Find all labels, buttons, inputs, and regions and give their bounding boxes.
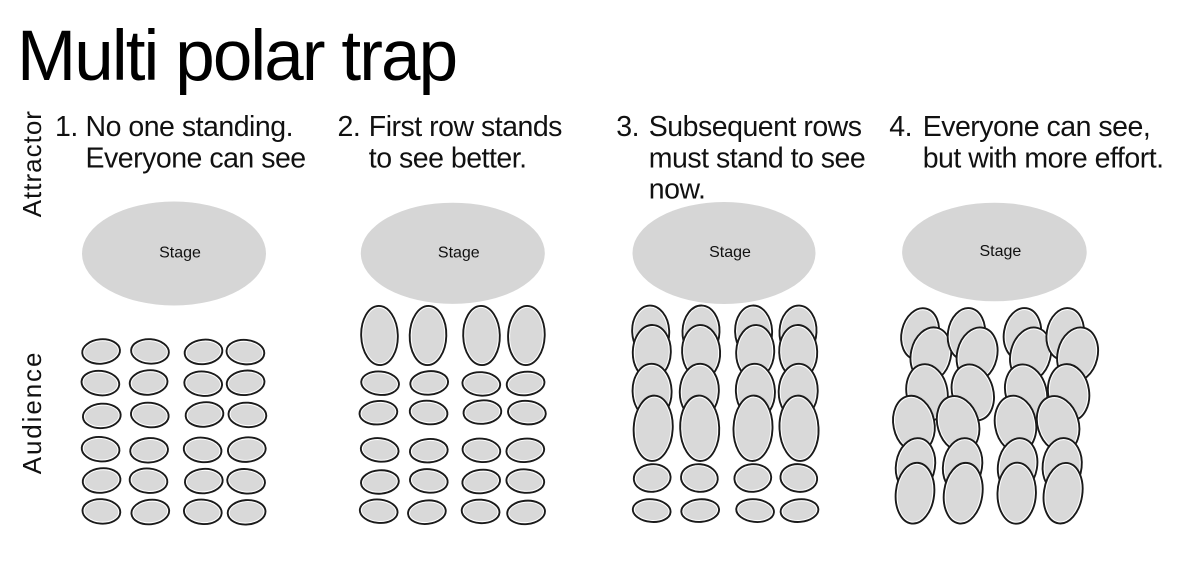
svg-text:Stage: Stage xyxy=(159,245,201,262)
svg-text:3.: 3. xyxy=(616,111,639,143)
svg-text:Multi polar trap: Multi polar trap xyxy=(17,17,456,96)
svg-text:4.: 4. xyxy=(889,111,912,143)
svg-text:No one standing.: No one standing. xyxy=(86,111,294,143)
svg-text:1.: 1. xyxy=(55,111,78,143)
svg-text:First row stands: First row stands xyxy=(369,111,562,143)
svg-text:must stand to see: must stand to see xyxy=(649,143,865,175)
svg-text:Attractor: Attractor xyxy=(17,110,47,217)
svg-text:but with more effort.: but with more effort. xyxy=(923,143,1164,175)
svg-text:Subsequent rows: Subsequent rows xyxy=(649,111,862,143)
svg-text:now.: now. xyxy=(649,174,706,206)
svg-text:to see better.: to see better. xyxy=(369,143,527,175)
svg-text:2.: 2. xyxy=(338,111,361,143)
svg-text:Stage: Stage xyxy=(979,243,1021,260)
svg-text:Everyone can see: Everyone can see xyxy=(86,143,306,175)
svg-text:Audience: Audience xyxy=(17,351,47,475)
svg-text:Stage: Stage xyxy=(438,244,480,261)
svg-text:Stage: Stage xyxy=(709,244,751,261)
svg-text:Everyone can see,: Everyone can see, xyxy=(923,111,1151,143)
